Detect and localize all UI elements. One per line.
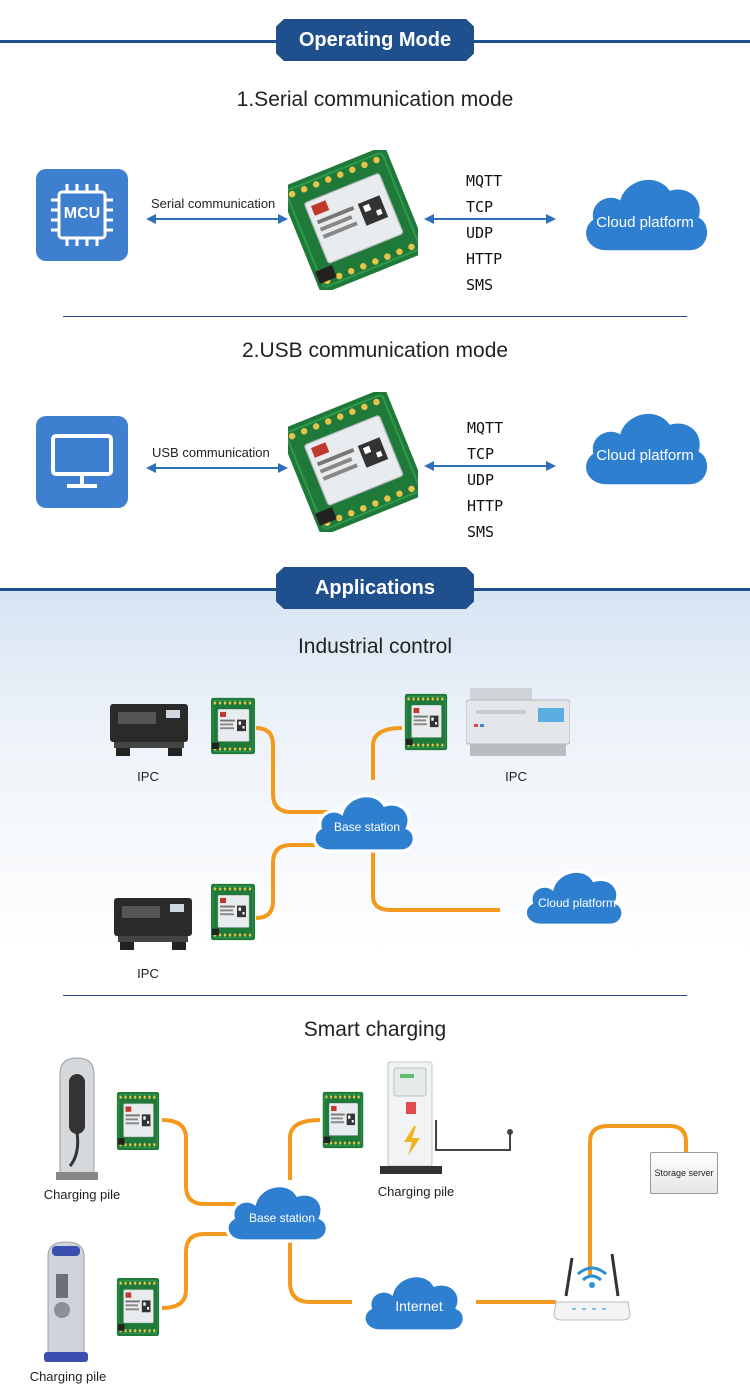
- base-station-label: Base station: [333, 820, 401, 834]
- protocol-item: MQTT: [466, 172, 503, 190]
- cloud-platform-icon: [586, 413, 708, 485]
- protocol-item: TCP: [467, 445, 495, 463]
- serial-link-label: Serial communication: [151, 196, 276, 211]
- operating-mode-banner: Operating Mode: [276, 19, 474, 61]
- divider: [63, 316, 687, 317]
- storage-server-label: Storage server: [654, 1168, 714, 1178]
- internet-label: Internet: [395, 1298, 443, 1314]
- charging-pile-icon: [44, 1241, 88, 1362]
- protocol-item: HTTP: [467, 497, 504, 515]
- ipc-label: IPC: [137, 769, 159, 784]
- protocol-item: SMS: [466, 276, 494, 294]
- mcu-chip-icon: [51, 184, 113, 246]
- usb-link-label: USB communication: [152, 445, 270, 460]
- protocol-link-arrow: [424, 461, 556, 471]
- monitor-tile: [36, 416, 128, 508]
- base-station-cloud-icon: [312, 793, 417, 853]
- storage-server-box: Storage server: [650, 1152, 718, 1194]
- protocol-item: TCP: [466, 198, 494, 216]
- ipc-printer-icon: [466, 688, 570, 756]
- mode2-title: 2.USB communication mode: [241, 339, 509, 362]
- charging-wiring: [161, 1118, 688, 1310]
- cloud-platform-label: Cloud platform: [596, 214, 694, 231]
- module-board-icon: [114, 1274, 162, 1340]
- protocol-item: HTTP: [466, 250, 503, 268]
- charging-pile-label: Charging pile: [43, 1187, 121, 1202]
- mcu-tile: MCU: [36, 169, 128, 261]
- mode1-title: 1.Serial communication mode: [236, 88, 514, 111]
- serial-link-arrow: [146, 214, 288, 224]
- charging-station-icon: [380, 1061, 442, 1174]
- divider: [63, 995, 687, 996]
- cloud-platform-icon: [586, 179, 708, 251]
- module-board-icon: [402, 690, 450, 754]
- base-station-cloud-icon: [225, 1183, 330, 1244]
- mcu-label: MCU: [63, 205, 101, 222]
- cloud-platform-label: Cloud platform: [596, 447, 694, 464]
- charging-pile-label: Charging pile: [29, 1369, 107, 1384]
- protocol-list: MQTT TCP UDP HTTP SMS: [466, 168, 502, 298]
- operating-mode-title: Operating Mode: [298, 28, 452, 51]
- industrial-title: Industrial control: [297, 635, 453, 658]
- cloud-platform-label: Cloud platform: [537, 896, 617, 910]
- ipc-label: IPC: [505, 769, 527, 784]
- cloud-platform-icon: [523, 869, 625, 928]
- module-board-icon: [288, 150, 418, 290]
- router-icon: [553, 1253, 631, 1321]
- module-board-icon: [114, 1088, 162, 1154]
- charging-pile-icon: [56, 1057, 98, 1180]
- applications-title: Applications: [314, 576, 435, 599]
- protocol-list: MQTT TCP UDP HTTP SMS: [467, 415, 503, 545]
- usb-link-arrow: [146, 463, 288, 473]
- protocol-item: UDP: [467, 471, 495, 489]
- industrial-wiring: [255, 726, 500, 920]
- protocol-link-arrow: [424, 214, 556, 224]
- protocol-item: SMS: [467, 523, 495, 541]
- protocol-item: MQTT: [467, 419, 504, 437]
- smart-charging-title: Smart charging: [303, 1018, 447, 1041]
- module-board-icon: [208, 694, 258, 758]
- protocol-item: UDP: [466, 224, 494, 242]
- ipc-machine-icon: [114, 898, 192, 950]
- monitor-icon: [51, 434, 113, 488]
- ipc-label: IPC: [137, 966, 159, 981]
- module-board-icon: [208, 880, 258, 944]
- ipc-machine-icon: [110, 704, 188, 756]
- charging-pile-label: Charging pile: [377, 1184, 455, 1199]
- module-board-icon: [288, 392, 418, 532]
- applications-banner: Applications: [276, 567, 474, 609]
- base-station-label: Base station: [248, 1211, 316, 1225]
- module-board-icon: [320, 1088, 366, 1152]
